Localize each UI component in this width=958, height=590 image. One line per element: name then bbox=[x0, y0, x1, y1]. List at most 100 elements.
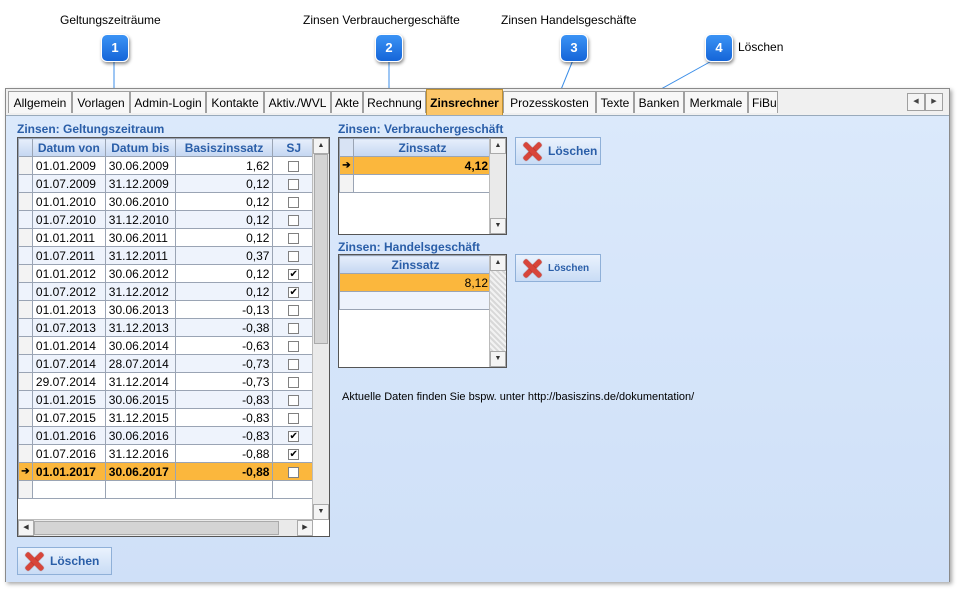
sj-checkbox[interactable] bbox=[288, 160, 300, 172]
tab-allgemein[interactable]: Allgemein bbox=[8, 91, 72, 113]
sj-checkbox[interactable]: ✔ bbox=[288, 268, 300, 280]
col-basiszinssatz[interactable]: Basiszinssatz bbox=[174, 138, 274, 157]
sj-checkbox[interactable] bbox=[288, 196, 300, 208]
table-row-empty[interactable] bbox=[18, 480, 315, 499]
sj-checkbox[interactable]: ✔ bbox=[288, 448, 300, 460]
col-sj[interactable]: SJ bbox=[272, 138, 315, 157]
sj-checkbox[interactable] bbox=[288, 232, 300, 244]
triangle-right-icon[interactable]: ▶ bbox=[297, 520, 313, 536]
sj-checkbox[interactable] bbox=[288, 412, 300, 424]
datum-bis-cell[interactable]: 31.12.2009 bbox=[104, 174, 176, 193]
basiszinssatz-cell[interactable]: -0,88 bbox=[174, 462, 274, 481]
datum-bis-cell[interactable]: 28.07.2014 bbox=[104, 354, 176, 373]
datum-bis-cell[interactable]: 31.12.2013 bbox=[104, 318, 176, 337]
basiszinssatz-cell[interactable]: -0,38 bbox=[174, 318, 274, 337]
basiszinssatz-cell[interactable]: -0,83 bbox=[174, 408, 274, 427]
basiszinssatz-cell[interactable]: 0,12 bbox=[174, 174, 274, 193]
basiszinssatz-cell[interactable]: 0,12 bbox=[174, 282, 274, 301]
tab-akte[interactable]: Akte bbox=[331, 91, 363, 113]
datum-von-cell[interactable]: 01.07.2010 bbox=[31, 210, 106, 229]
triangle-down-icon[interactable]: ▼ bbox=[490, 218, 506, 234]
datum-bis-cell[interactable]: 31.12.2016 bbox=[104, 444, 176, 463]
handel-new-row[interactable] bbox=[339, 291, 492, 310]
datum-von-cell[interactable]: 01.07.2011 bbox=[31, 246, 106, 265]
datum-bis-cell[interactable]: 30.06.2016 bbox=[104, 426, 176, 445]
basiszinssatz-cell[interactable]: 0,37 bbox=[174, 246, 274, 265]
datum-von-cell[interactable]: 01.07.2013 bbox=[31, 318, 106, 337]
tab-rechnung[interactable]: Rechnung bbox=[363, 91, 426, 113]
triangle-right-icon[interactable]: ▶ bbox=[925, 93, 943, 111]
datum-von-cell[interactable]: 01.01.2013 bbox=[31, 300, 106, 319]
datum-bis-cell[interactable]: 30.06.2012 bbox=[104, 264, 176, 283]
sj-checkbox[interactable] bbox=[288, 340, 300, 352]
col-zinssatz[interactable]: Zinssatz bbox=[353, 138, 492, 157]
datum-von-cell[interactable]: 29.07.2014 bbox=[31, 372, 106, 391]
verbraucher-grid[interactable]: Zinssatz ➔ 4,12 ▲ ▼ bbox=[338, 137, 507, 235]
sj-checkbox[interactable]: ✔ bbox=[288, 286, 300, 298]
sj-checkbox[interactable] bbox=[288, 322, 300, 334]
basiszinssatz-cell[interactable]: -0,13 bbox=[174, 300, 274, 319]
basiszinssatz-cell[interactable]: -0,83 bbox=[174, 390, 274, 409]
datum-bis-cell[interactable]: 31.12.2012 bbox=[104, 282, 176, 301]
datum-von-cell[interactable]: 01.07.2015 bbox=[31, 408, 106, 427]
datum-bis-cell[interactable]: 30.06.2017 bbox=[104, 462, 176, 481]
geltung-vscroll-thumb[interactable] bbox=[314, 154, 328, 344]
verbraucher-zinssatz-cell[interactable]: 4,12 bbox=[353, 156, 492, 175]
sj-checkbox[interactable] bbox=[288, 358, 300, 370]
datum-von-cell[interactable]: 01.01.2010 bbox=[31, 192, 106, 211]
verbraucher-delete-button[interactable]: Löschen bbox=[515, 137, 601, 165]
basiszinssatz-cell[interactable]: -0,83 bbox=[174, 426, 274, 445]
geltung-delete-button[interactable]: Löschen bbox=[17, 547, 112, 575]
datum-von-cell[interactable]: 01.01.2009 bbox=[31, 156, 106, 175]
datum-bis-cell[interactable]: 31.12.2015 bbox=[104, 408, 176, 427]
tab-vorlagen[interactable]: Vorlagen bbox=[72, 91, 130, 113]
basiszinssatz-cell[interactable]: 0,12 bbox=[174, 228, 274, 247]
basiszinssatz-cell[interactable]: 0,12 bbox=[174, 210, 274, 229]
tab-fibu[interactable]: FiBu bbox=[748, 91, 778, 113]
tab-banken[interactable]: Banken bbox=[634, 91, 684, 113]
datum-von-cell[interactable]: 01.01.2016 bbox=[31, 426, 106, 445]
datum-bis-cell[interactable]: 30.06.2009 bbox=[104, 156, 176, 175]
tab-texte[interactable]: Texte bbox=[596, 91, 634, 113]
datum-von-cell[interactable]: 01.07.2016 bbox=[31, 444, 106, 463]
sj-checkbox[interactable]: ✔ bbox=[288, 430, 300, 442]
datum-von-cell[interactable]: 01.07.2012 bbox=[31, 282, 106, 301]
triangle-down-icon[interactable]: ▼ bbox=[490, 351, 506, 367]
geltung-hscroll-thumb[interactable] bbox=[34, 521, 279, 535]
basiszinssatz-cell[interactable]: 1,62 bbox=[174, 156, 274, 175]
datum-bis-cell[interactable]: 30.06.2015 bbox=[104, 390, 176, 409]
tab-aktiv-wvl[interactable]: Aktiv./WVL bbox=[264, 91, 331, 113]
geltung-vscrollbar[interactable]: ▲ ▼ bbox=[312, 138, 329, 520]
basiszinssatz-cell[interactable]: 0,12 bbox=[174, 192, 274, 211]
basiszinssatz-cell[interactable]: -0,73 bbox=[174, 354, 274, 373]
triangle-down-icon[interactable]: ▼ bbox=[313, 504, 329, 520]
sj-checkbox[interactable] bbox=[288, 394, 300, 406]
verbraucher-new-row[interactable] bbox=[353, 174, 492, 193]
sj-checkbox[interactable] bbox=[288, 250, 300, 262]
datum-von-cell[interactable]: 01.01.2015 bbox=[31, 390, 106, 409]
tab-zinsrechner[interactable]: Zinsrechner bbox=[426, 89, 503, 115]
col-datum-bis[interactable]: Datum bis bbox=[104, 138, 176, 157]
datum-bis-cell[interactable]: 31.12.2010 bbox=[104, 210, 176, 229]
basiszinssatz-cell[interactable]: 0,12 bbox=[174, 264, 274, 283]
sj-checkbox[interactable] bbox=[288, 214, 300, 226]
triangle-left-icon[interactable]: ◀ bbox=[907, 93, 925, 111]
sj-checkbox[interactable] bbox=[288, 304, 300, 316]
datum-bis-cell[interactable]: 30.06.2010 bbox=[104, 192, 176, 211]
basiszinssatz-cell[interactable]: -0,63 bbox=[174, 336, 274, 355]
geltung-hscrollbar[interactable]: ◀ ▶ bbox=[18, 519, 313, 536]
col-datum-von[interactable]: Datum von bbox=[31, 138, 106, 157]
datum-von-cell[interactable]: 01.01.2012 bbox=[31, 264, 106, 283]
sj-checkbox[interactable] bbox=[288, 376, 300, 388]
